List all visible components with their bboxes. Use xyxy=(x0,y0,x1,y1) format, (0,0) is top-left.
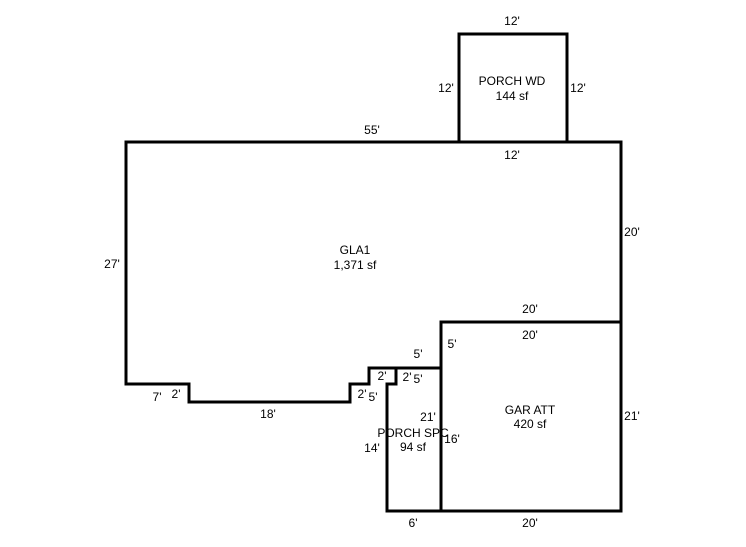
walls xyxy=(124,32,623,513)
dim-gla-bottom-mid: 18' xyxy=(260,407,276,421)
porch-spc-area: 94 sf xyxy=(400,440,427,454)
dim-gla-step-right-4: 2' xyxy=(403,370,412,384)
gla1-outline xyxy=(124,140,461,404)
porch-wd-label: PORCH WD xyxy=(479,74,546,88)
dim-porch-spc-left: 14' xyxy=(364,441,380,455)
gar-att-label: GAR ATT xyxy=(505,403,556,417)
dim-porch-wd-top: 12' xyxy=(504,14,520,28)
dim-porch-spc-bottom: 6' xyxy=(409,516,418,530)
dim-gar-top-inner: 20' xyxy=(522,328,538,342)
porch-spc-label: PORCH SPC xyxy=(377,426,449,440)
dim-porch-wd-bottom: 12' xyxy=(504,148,520,162)
dim-gla-step-right-3: 2' xyxy=(378,369,387,383)
dim-gla-step-right-1: 2' xyxy=(358,387,367,401)
dim-gla-step-right-2: 5' xyxy=(369,390,378,404)
dim-porch-wd-left: 12' xyxy=(438,81,454,95)
dim-gla-top: 55' xyxy=(364,123,380,137)
dim-gla-left: 27' xyxy=(104,257,120,271)
dim-porch-spc-right: 16' xyxy=(444,432,460,446)
dim-gla-step-right-5: 5' xyxy=(414,372,423,386)
area-labels: PORCH WD 144 sf GLA1 1,371 sf GAR ATT 42… xyxy=(334,74,556,454)
gar-att-outline xyxy=(439,320,623,513)
dim-gla-right: 20' xyxy=(624,225,640,239)
gar-att-area: 420 sf xyxy=(514,417,547,431)
porch-wd-outline xyxy=(457,32,569,144)
dim-gla-bottom-left: 7' xyxy=(153,390,162,404)
dim-gar-top-outer: 20' xyxy=(522,302,538,316)
dim-gar-right: 21' xyxy=(624,409,640,423)
dim-gla-step-right-6: 5' xyxy=(414,347,423,361)
dim-gar-left: 21' xyxy=(420,410,436,424)
porch-spc-outline xyxy=(385,366,443,513)
dim-gar-left-notch: 5' xyxy=(448,337,457,351)
gla1-label: GLA1 xyxy=(340,243,371,257)
dimension-labels: 12' 12' 12' 12' 55' 27' 20' 7' 2' 18' 2'… xyxy=(104,14,640,530)
dim-porch-wd-right: 12' xyxy=(570,81,586,95)
gla1-area: 1,371 sf xyxy=(334,258,377,272)
dim-gar-bottom: 20' xyxy=(522,516,538,530)
porch-wd-area: 144 sf xyxy=(496,89,529,103)
gla1-right-wall xyxy=(457,140,623,324)
dim-gla-step-left: 2' xyxy=(172,387,181,401)
